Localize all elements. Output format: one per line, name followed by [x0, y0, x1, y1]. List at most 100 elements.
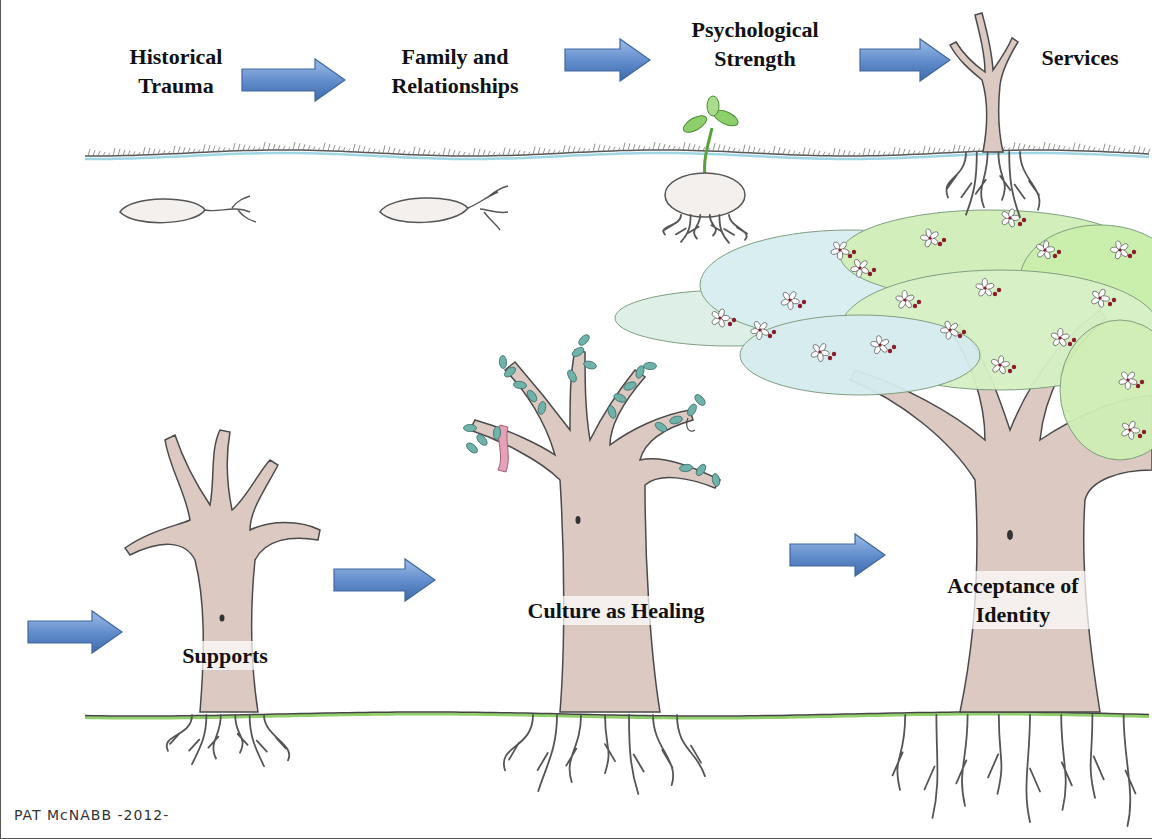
leaf [571, 346, 586, 359]
berry [1128, 254, 1132, 258]
berry [1053, 254, 1057, 258]
flower-center [818, 350, 821, 353]
berry [728, 322, 732, 326]
berry [802, 300, 806, 304]
root [946, 152, 966, 198]
block-arrow [565, 39, 650, 81]
root [663, 215, 681, 235]
leaf [465, 441, 480, 455]
stage-label: Supports [175, 641, 334, 670]
bare-tree-part [125, 430, 320, 712]
stage-text: Historical Trauma [120, 42, 232, 100]
petal [718, 308, 726, 318]
young-tree-part [950, 13, 1018, 152]
bare-tree [125, 430, 320, 712]
leaf [669, 415, 683, 425]
flower-center [758, 328, 761, 331]
leafing-tree [464, 333, 721, 712]
berry [832, 352, 836, 356]
flower-center [983, 286, 986, 289]
sprout-part [705, 128, 712, 175]
leaf [493, 426, 501, 439]
berry [798, 304, 802, 308]
root [729, 215, 747, 240]
petal [929, 231, 939, 240]
berry [962, 330, 966, 334]
stage-label: Psychological Strength [650, 15, 860, 73]
sprouting-seed-part [380, 198, 468, 223]
leafing-tree-part [576, 516, 581, 524]
seed [120, 196, 256, 223]
berry [732, 318, 736, 322]
petal [830, 248, 840, 256]
berry [892, 345, 896, 349]
leaf [694, 463, 707, 478]
artist-signature: PAT McNABB -2012- [14, 806, 169, 824]
root [167, 715, 192, 751]
root [676, 215, 691, 242]
leaf [679, 464, 693, 473]
flower-center [1058, 336, 1061, 339]
block-arrow [28, 611, 122, 653]
stage-label: Acceptance of Identity [885, 571, 1145, 629]
berry [852, 250, 856, 254]
canopy-part [1060, 320, 1152, 460]
petal [878, 343, 888, 353]
root [208, 715, 220, 759]
leaf [613, 392, 628, 404]
frame-part [0, 838, 1152, 839]
berry [772, 330, 776, 334]
leaf [693, 393, 707, 407]
stage-text: Services [1039, 43, 1122, 72]
berry [868, 272, 872, 276]
root [961, 152, 976, 215]
leaf [654, 421, 669, 434]
leaf [711, 473, 721, 487]
block-arrow [242, 59, 345, 101]
root [1020, 152, 1040, 210]
block-arrow [334, 559, 435, 601]
petal [817, 352, 823, 361]
root [629, 715, 644, 794]
leafing-tree-part [470, 350, 720, 712]
root [956, 715, 967, 806]
leaf [464, 424, 477, 431]
berry [1132, 250, 1136, 254]
flower-center [838, 248, 841, 251]
bare-tree-part [220, 615, 225, 622]
root [653, 715, 673, 785]
ground-line [85, 153, 1149, 159]
flower-center [1043, 248, 1046, 251]
root [1026, 715, 1040, 822]
leafing-tree-part [687, 418, 695, 431]
petal [1128, 378, 1138, 386]
root [976, 152, 988, 207]
stage-text: Supports [179, 641, 271, 670]
flower-center [858, 266, 861, 269]
petal [1121, 428, 1131, 437]
leaf [606, 405, 617, 420]
stage-text: Culture as Healing [525, 596, 708, 625]
flower-center [1118, 248, 1121, 251]
petal [1100, 295, 1109, 301]
berry [1008, 369, 1012, 373]
root [1091, 715, 1104, 798]
berry [917, 300, 921, 304]
berry [997, 288, 1001, 292]
flower-center [788, 298, 791, 301]
root [538, 715, 557, 791]
frame-part [0, 0, 1, 839]
leaf [537, 401, 547, 415]
berry [768, 334, 772, 338]
berry [1022, 218, 1026, 222]
leaf [566, 369, 578, 384]
flower-center [718, 316, 721, 319]
root [988, 715, 1001, 794]
root [250, 715, 267, 766]
petal [1058, 337, 1067, 347]
berry [848, 254, 852, 258]
berry [828, 356, 832, 360]
root [504, 715, 533, 770]
block-arrow [790, 534, 885, 576]
